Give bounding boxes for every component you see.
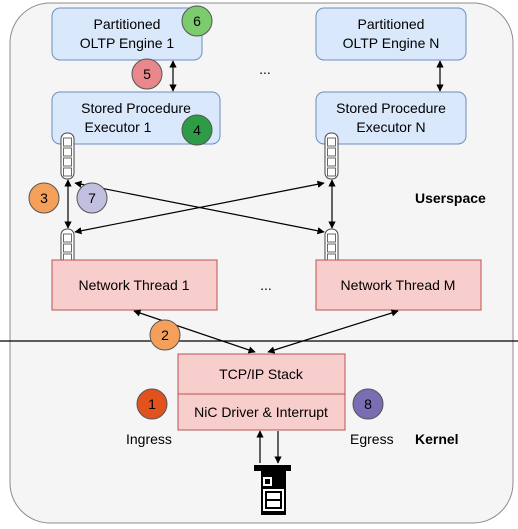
engines-ellipsis: ... bbox=[259, 61, 271, 77]
step-4-circle: 4 bbox=[181, 114, 213, 146]
oltp-engine-n-line1: Partitioned bbox=[358, 16, 425, 32]
queue-icon-executor-1 bbox=[60, 132, 75, 180]
executor-1-line2: Executor 1 bbox=[85, 119, 152, 135]
net1-tcp-arrow bbox=[133, 309, 256, 354]
step-7-number: 7 bbox=[88, 190, 96, 206]
executor-n-box bbox=[315, 91, 467, 145]
tcp-stack-label: TCP/IP Stack bbox=[219, 366, 304, 382]
step-8-circle: 8 bbox=[352, 388, 384, 420]
kernel-label: Kernel bbox=[415, 431, 459, 447]
oltp-engine-1-line1: Partitioned bbox=[94, 16, 161, 32]
step-2-number: 2 bbox=[161, 327, 169, 343]
step-8-number: 8 bbox=[364, 396, 372, 412]
executor-n-line1: Stored Procedure bbox=[336, 100, 446, 116]
step-5-circle: 5 bbox=[131, 58, 163, 90]
step-3-circle: 3 bbox=[28, 182, 60, 214]
step-6-circle: 6 bbox=[181, 5, 213, 37]
step-1-circle: 1 bbox=[136, 388, 168, 420]
network-thread-m-box bbox=[315, 259, 482, 311]
executor-n-line2: Executor N bbox=[356, 119, 425, 135]
tcp-stack-box bbox=[177, 353, 346, 395]
network-thread-1-label: Network Thread 1 bbox=[78, 277, 189, 293]
ingress-label: Ingress bbox=[126, 431, 172, 447]
network-thread-m-label: Network Thread M bbox=[341, 277, 456, 293]
network-thread-1-box bbox=[51, 259, 218, 311]
nic-driver-label: NiC Driver & Interrupt bbox=[194, 404, 328, 420]
step-1-number: 1 bbox=[148, 396, 156, 412]
oltp-engine-n-line2: OLTP Engine N bbox=[343, 35, 440, 51]
step-5-number: 5 bbox=[143, 66, 151, 82]
cross-arrow-2 bbox=[74, 180, 325, 235]
step-7-circle: 7 bbox=[76, 182, 108, 214]
userspace-label: Userspace bbox=[415, 190, 486, 206]
queue-icon-executor-n bbox=[324, 132, 339, 180]
step-4-number: 4 bbox=[193, 122, 201, 138]
executor-1-box bbox=[51, 91, 221, 145]
network-card-icon bbox=[254, 465, 291, 515]
step-circles: 1 2 3 4 5 6 7 8 bbox=[28, 5, 384, 420]
nic-driver-box bbox=[177, 393, 346, 431]
egress-label: Egress bbox=[350, 431, 394, 447]
oltp-engine-1-line2: OLTP Engine 1 bbox=[80, 35, 175, 51]
network-ellipsis: ... bbox=[260, 277, 272, 293]
executor-1-line1: Stored Procedure bbox=[81, 100, 191, 116]
step-2-circle: 2 bbox=[149, 319, 181, 351]
step-6-number: 6 bbox=[193, 13, 201, 29]
oltp-engine-n-box bbox=[315, 7, 467, 61]
step-3-number: 3 bbox=[40, 190, 48, 206]
netM-tcp-arrow bbox=[267, 309, 399, 354]
